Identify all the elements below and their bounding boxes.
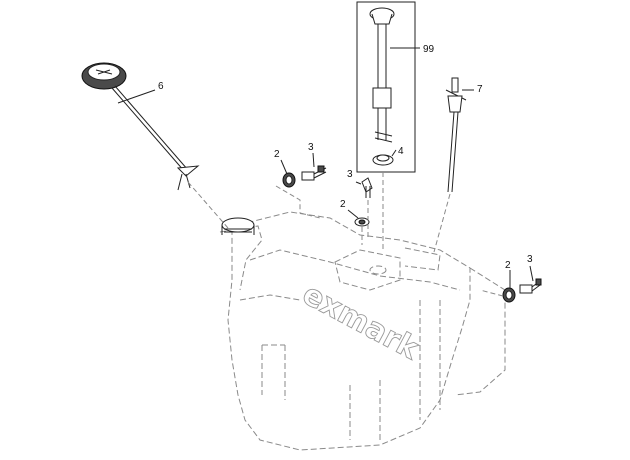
callout-7: 7 bbox=[477, 84, 483, 95]
callouts: 6 99 7 4 2 3 3 2 2 3 bbox=[158, 44, 533, 271]
middle-fitting-alignment bbox=[361, 200, 369, 245]
leader-lines bbox=[117, 47, 534, 289]
callout-2-right: 2 bbox=[505, 260, 511, 271]
right-fitting-alignment bbox=[479, 289, 504, 297]
grommet-middle bbox=[354, 217, 370, 227]
callout-3-right: 3 bbox=[527, 254, 533, 265]
fitting-right bbox=[519, 278, 542, 294]
filler-neck-threads bbox=[221, 217, 255, 235]
callout-6: 6 bbox=[158, 81, 164, 92]
callout-2-middle: 2 bbox=[340, 199, 346, 210]
callout-4: 4 bbox=[398, 146, 404, 157]
callout-2-left: 2 bbox=[274, 149, 280, 160]
callout-3-left: 3 bbox=[308, 142, 314, 153]
brand-logo: exmark bbox=[297, 277, 426, 368]
tube-alignment-line bbox=[433, 193, 451, 253]
callout-99: 99 bbox=[423, 44, 435, 55]
left-fitting-alignment bbox=[275, 185, 321, 219]
sender-assembly-box bbox=[356, 1, 416, 173]
cap-alignment-line bbox=[187, 181, 229, 229]
vent-tube bbox=[445, 77, 467, 193]
fitting-middle bbox=[361, 177, 373, 198]
callout-3-middle: 3 bbox=[347, 169, 353, 180]
fuel-tank: exmark bbox=[219, 211, 506, 451]
fitting-left bbox=[301, 165, 327, 181]
fuel-cap bbox=[81, 62, 127, 90]
grommet-right bbox=[502, 287, 516, 303]
cap-tether-strap bbox=[111, 85, 200, 191]
grommet-left bbox=[282, 172, 296, 188]
